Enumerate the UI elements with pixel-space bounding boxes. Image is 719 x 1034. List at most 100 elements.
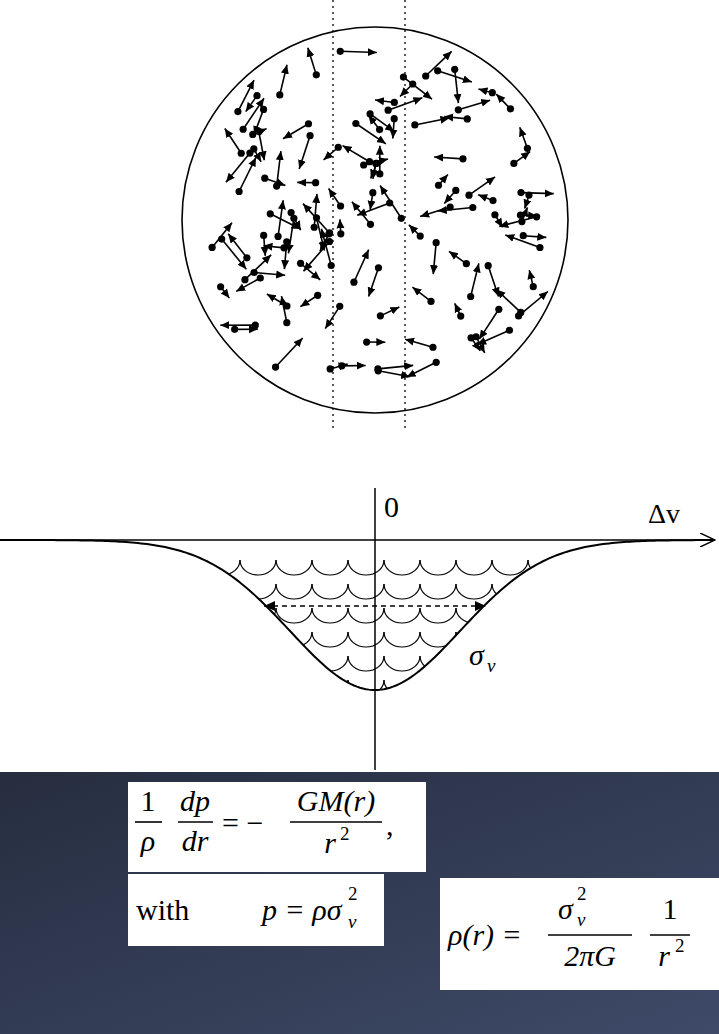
- particle-dot: [337, 202, 344, 209]
- component-arc: [312, 632, 348, 647]
- component-arc: [384, 608, 420, 623]
- particle-dot: [524, 145, 531, 152]
- particle-dot: [261, 175, 268, 182]
- velocity-arrow: [379, 146, 381, 174]
- particle-dot: [314, 292, 321, 299]
- particle-dot: [506, 327, 513, 334]
- denominator: ρ: [141, 826, 155, 856]
- particle-dot: [452, 187, 459, 194]
- particle-dot: [469, 204, 476, 211]
- component-arc: [420, 584, 456, 599]
- component-arc: [384, 656, 420, 671]
- particle-dot: [517, 189, 524, 196]
- particle-dot: [391, 115, 398, 122]
- punctuation: ,: [386, 810, 394, 840]
- velocity-arrow: [356, 124, 386, 144]
- particle-dot: [375, 264, 382, 271]
- particle-dot: [495, 306, 502, 313]
- component-arc: [528, 656, 564, 671]
- numerator: σ: [558, 894, 573, 924]
- velocity-arrow: [303, 204, 330, 233]
- component-arc: [132, 608, 168, 623]
- velocity-arrow: [488, 266, 498, 297]
- component-arc: [348, 560, 384, 575]
- particle-dot: [536, 244, 543, 251]
- axis-origin: 0: [384, 492, 399, 522]
- component-arc: [168, 680, 204, 695]
- component-arc: [240, 656, 276, 671]
- illustration-panel: [0, 0, 719, 772]
- component-arc: [312, 680, 348, 695]
- particle-dot: [463, 260, 470, 267]
- velocity-arrow: [301, 263, 321, 279]
- exponent: 2: [577, 884, 587, 903]
- particle-dot: [327, 365, 334, 372]
- component-arc: [132, 656, 168, 671]
- velocity-arrow: [325, 306, 339, 328]
- velocity-arrow: [225, 128, 241, 153]
- particle-dot: [391, 99, 398, 106]
- particle-dot: [459, 155, 466, 162]
- equation-panel: [440, 878, 719, 990]
- particle-dot: [530, 283, 537, 290]
- particle-dot: [398, 215, 405, 222]
- component-arc: [420, 608, 456, 623]
- particle-dot: [273, 182, 280, 189]
- velocity-arrow: [299, 136, 310, 169]
- particle-dot: [280, 244, 287, 251]
- equation-text: with: [136, 895, 189, 925]
- velocity-arrow: [343, 146, 370, 162]
- particle-dot: [257, 274, 264, 281]
- component-arc: [348, 608, 384, 623]
- velocity-arrow: [259, 132, 264, 161]
- fraction-bars: [135, 822, 690, 935]
- component-arc: [168, 608, 204, 623]
- particle-dot: [209, 244, 216, 251]
- component-arc: [276, 560, 312, 575]
- particle-dot: [518, 218, 525, 225]
- particle-dot: [367, 221, 374, 228]
- particle-dot: [433, 239, 440, 246]
- particle-dot: [338, 362, 345, 369]
- component-arc: [564, 680, 600, 695]
- particle-dot: [283, 302, 290, 309]
- particle-dot: [236, 188, 243, 195]
- component-arc: [204, 608, 240, 623]
- particle-dot: [218, 235, 225, 242]
- denominator: r: [658, 941, 670, 971]
- velocity-arrow: [276, 338, 303, 367]
- particle-dot: [313, 71, 320, 78]
- zero-axis: [374, 488, 376, 770]
- velocity-arrow: [403, 77, 432, 99]
- component-arc: [384, 632, 420, 647]
- particle-dot: [243, 254, 250, 261]
- equals-sign: = −: [222, 808, 263, 838]
- particle-dot: [297, 260, 304, 267]
- exponent: 2: [675, 936, 685, 955]
- velocity-arrow: [308, 48, 316, 75]
- component-arc: [276, 680, 312, 695]
- component-arc: [528, 632, 564, 647]
- particle-dot: [350, 279, 357, 286]
- particle-dot: [217, 283, 224, 290]
- particle-dot: [335, 144, 342, 151]
- particle-dot: [491, 211, 498, 218]
- particle-dot: [467, 334, 474, 341]
- denominator: r: [324, 828, 336, 858]
- velocity-arrow: [434, 157, 463, 159]
- particle-dot: [375, 367, 382, 374]
- particle-dot: [272, 363, 279, 370]
- particle-dot: [386, 199, 393, 206]
- particle-dot: [253, 92, 260, 99]
- particle-dot: [465, 192, 472, 199]
- particle-dot: [267, 210, 274, 217]
- component-arc: [348, 584, 384, 599]
- particle-dot: [276, 91, 283, 98]
- velocity-arrow: [236, 278, 260, 291]
- particle-dot: [305, 120, 312, 127]
- component-profiles: [132, 560, 600, 695]
- velocity-arrow: [471, 263, 479, 296]
- component-arc: [312, 560, 348, 575]
- velocity-arrow: [458, 100, 490, 110]
- equation-text: p = ρσ: [262, 895, 341, 925]
